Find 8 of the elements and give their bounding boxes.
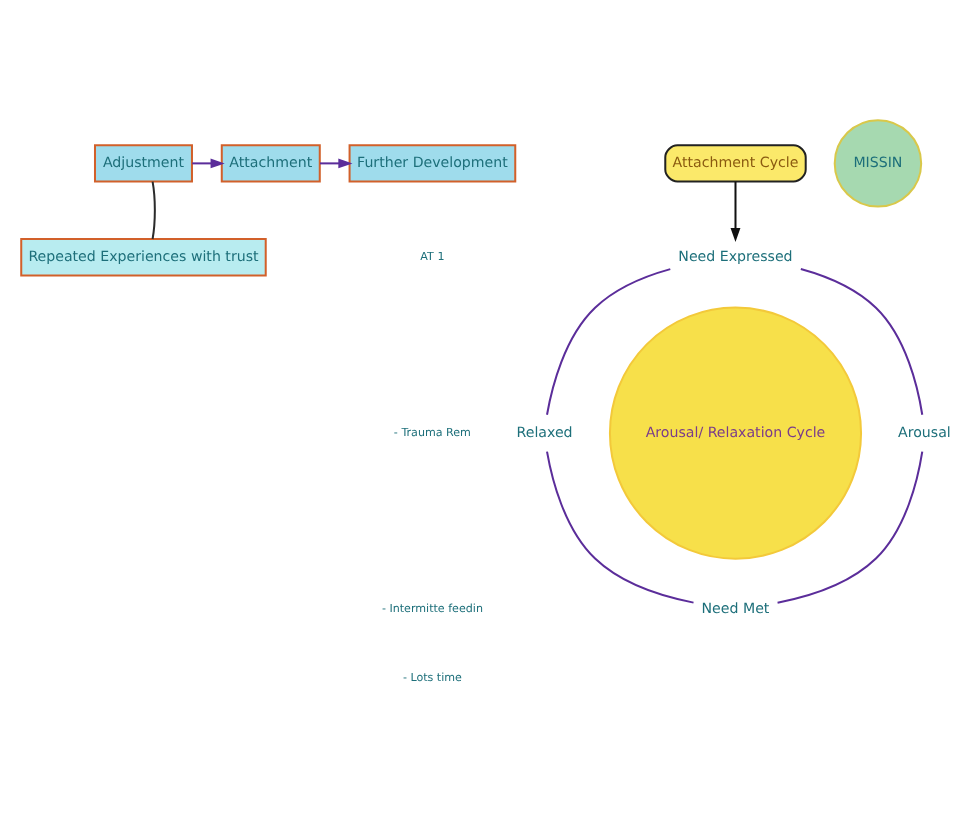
connector	[151, 180, 156, 239]
connector	[800, 267, 924, 414]
arrow	[320, 157, 353, 168]
arrow	[730, 180, 741, 242]
connector	[546, 267, 671, 414]
connector	[546, 450, 694, 603]
arrow	[192, 157, 225, 168]
connector	[777, 450, 924, 603]
